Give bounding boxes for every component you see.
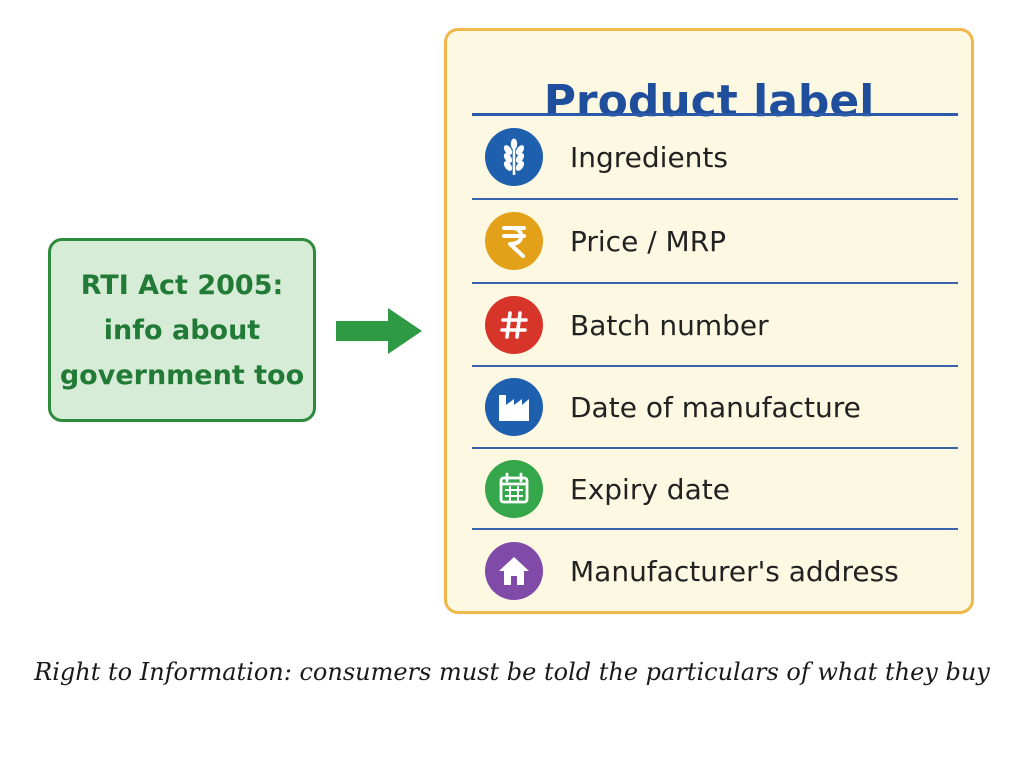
product-label-card: Product label Ingredients Price / MRP bbox=[444, 28, 974, 614]
label-item-batch: Batch number bbox=[472, 284, 958, 366]
rti-box-line-3: government too bbox=[59, 359, 305, 391]
row-divider bbox=[472, 365, 958, 367]
label-item-text: Ingredients bbox=[570, 140, 728, 174]
label-item-ingredients: Ingredients bbox=[472, 116, 958, 198]
house-icon bbox=[485, 542, 543, 600]
row-divider bbox=[472, 198, 958, 200]
label-item-address: Manufacturer's address bbox=[472, 530, 958, 612]
label-item-manufacture-date: Date of manufacture bbox=[472, 366, 958, 448]
rti-box-line-1: RTI Act 2005: bbox=[80, 269, 284, 301]
row-divider bbox=[472, 528, 958, 530]
label-item-text: Price / MRP bbox=[570, 224, 727, 258]
right-arrow-icon bbox=[336, 308, 422, 354]
label-item-text: Batch number bbox=[570, 308, 769, 342]
label-item-expiry-date: Expiry date bbox=[472, 448, 958, 530]
rti-act-box: RTI Act 2005: info about government too bbox=[48, 238, 316, 422]
label-item-text: Manufacturer's address bbox=[570, 554, 899, 588]
calendar-icon bbox=[485, 460, 543, 518]
row-divider bbox=[472, 447, 958, 449]
caption: Right to Information: consumers must be … bbox=[34, 658, 990, 686]
hash-icon bbox=[485, 296, 543, 354]
factory-icon bbox=[485, 378, 543, 436]
wheat-icon bbox=[485, 128, 543, 186]
label-item-text: Expiry date bbox=[570, 472, 730, 506]
row-divider bbox=[472, 282, 958, 284]
label-item-text: Date of manufacture bbox=[570, 390, 861, 424]
title-divider bbox=[472, 113, 958, 116]
rti-box-line-2: info about bbox=[103, 314, 261, 346]
rupee-icon bbox=[485, 212, 543, 270]
product-label-title: Product label bbox=[543, 76, 875, 127]
label-item-price: Price / MRP bbox=[472, 200, 958, 282]
